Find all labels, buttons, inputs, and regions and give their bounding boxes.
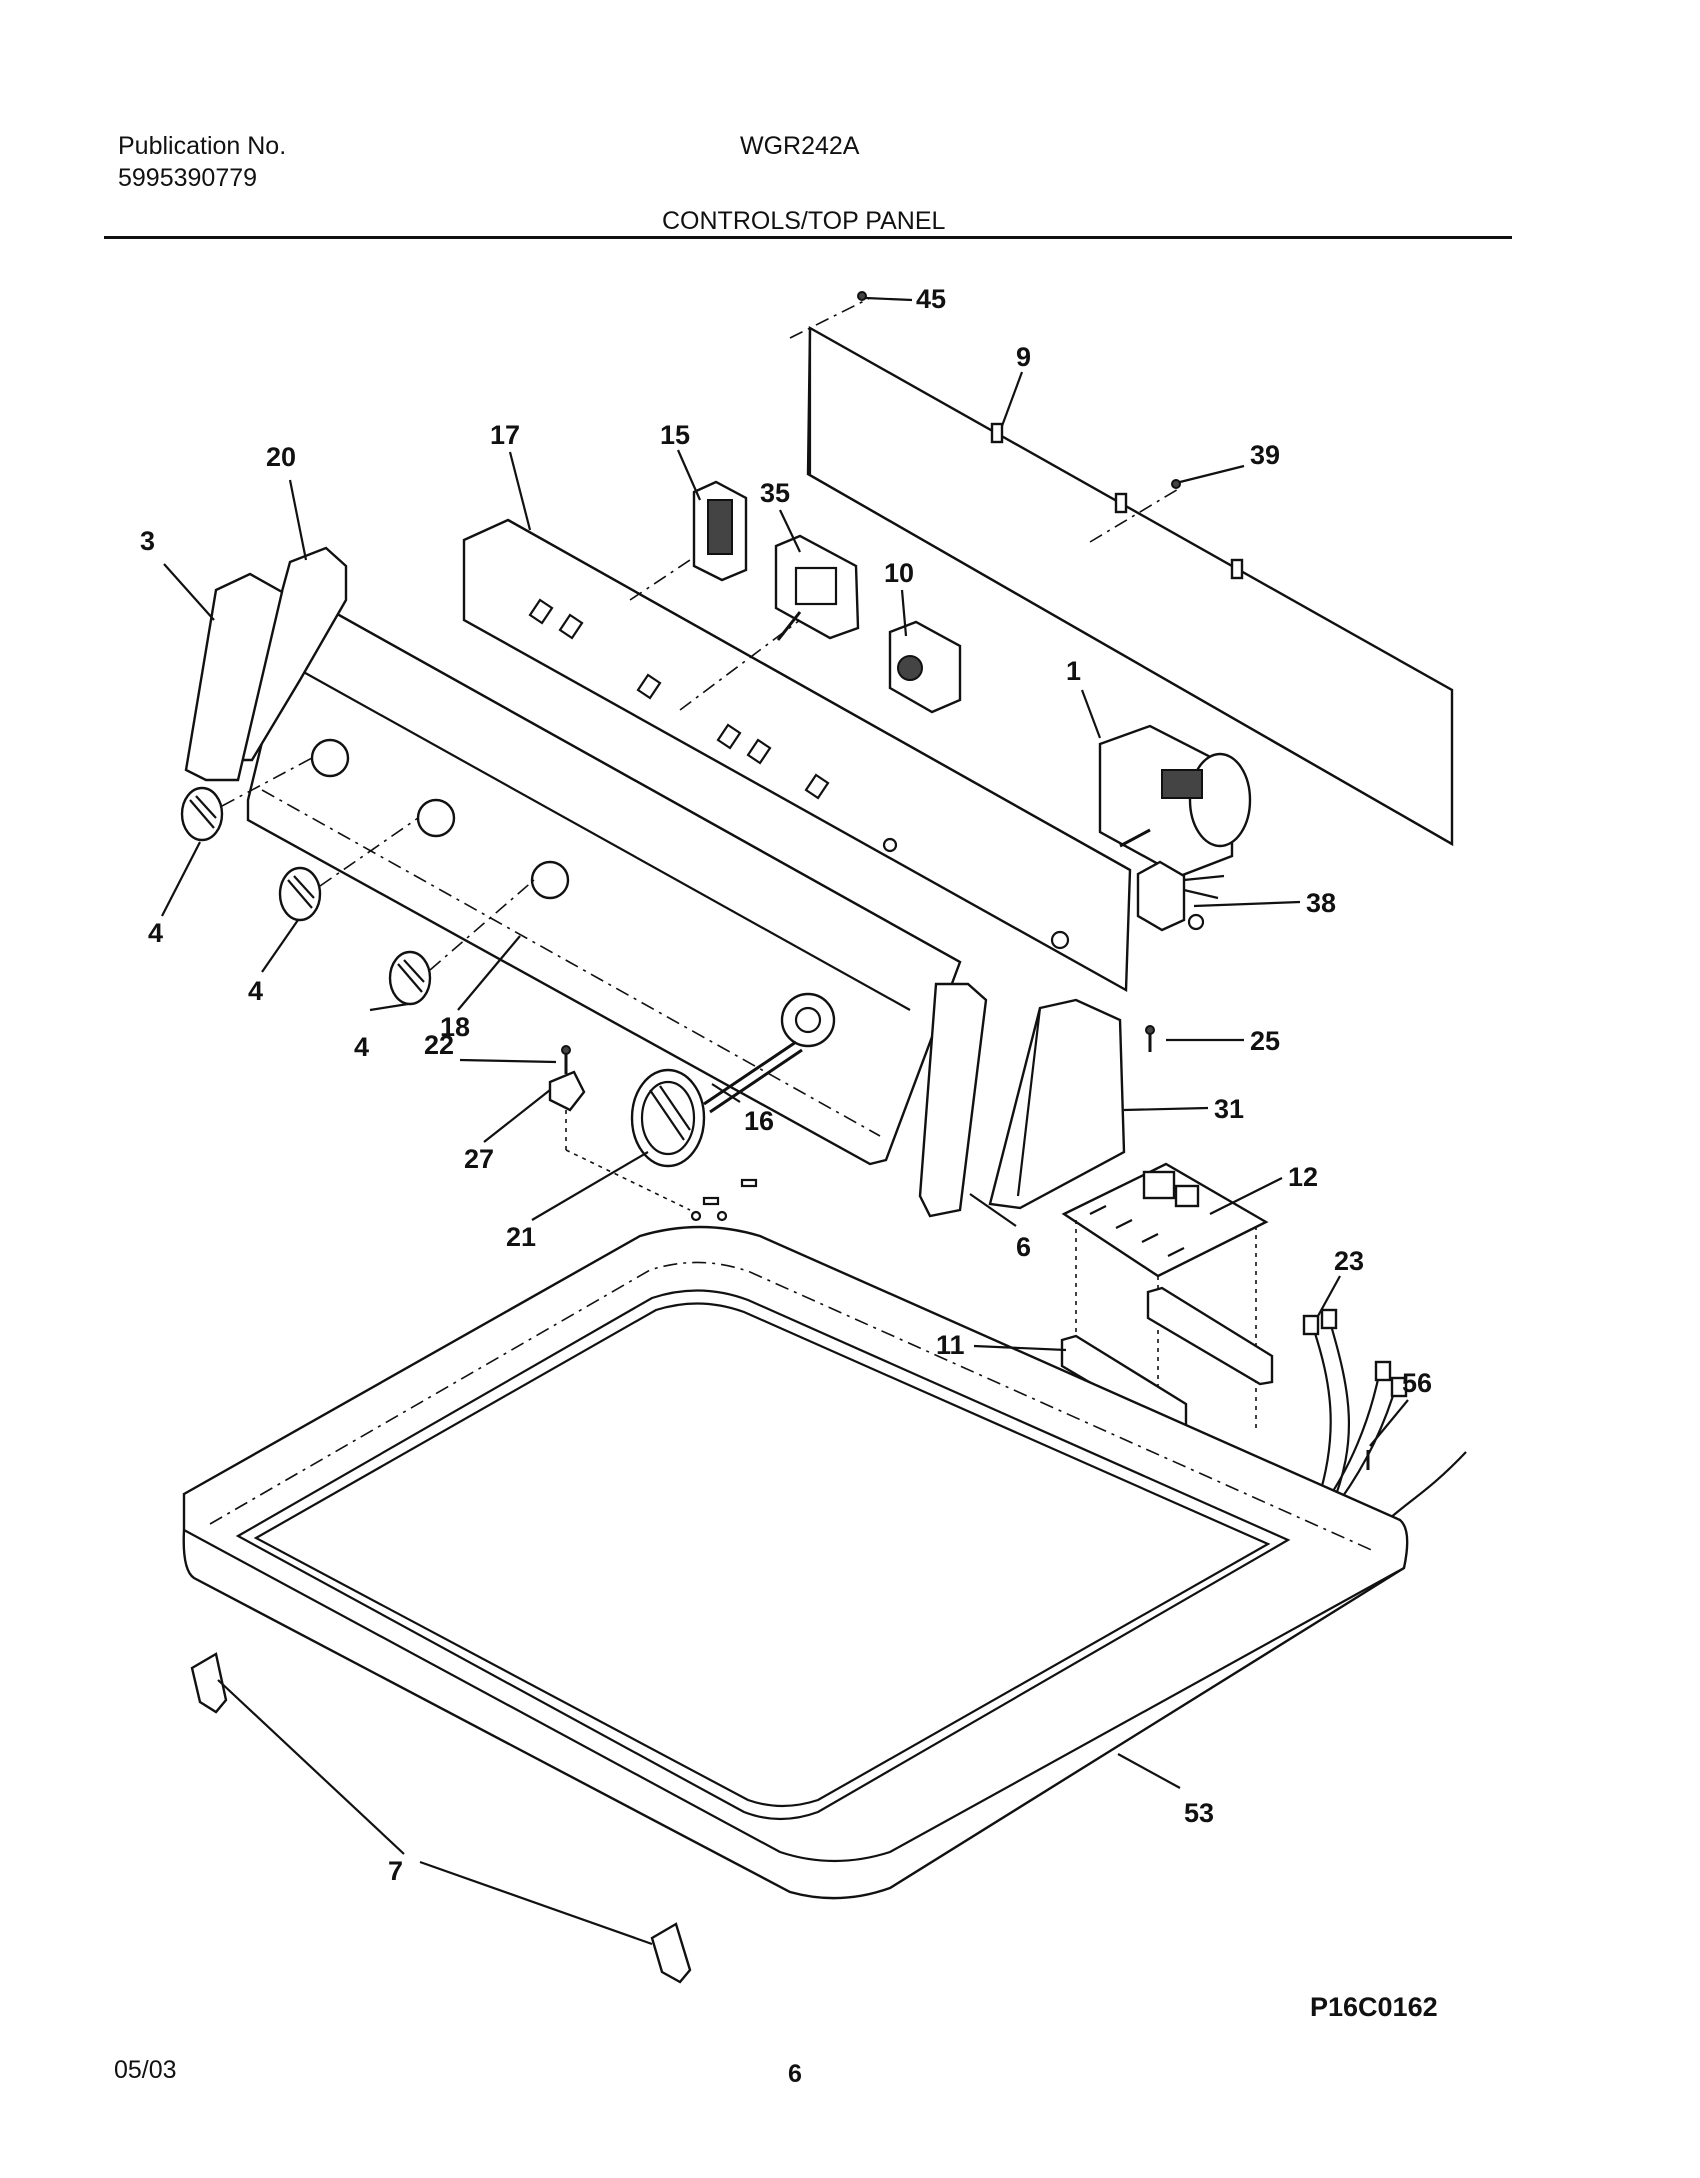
- header-rule: [104, 236, 1512, 239]
- rear-panel-part-9: [789, 297, 1454, 847]
- drawing-code: P16C0162: [1310, 1992, 1438, 2022]
- switch-part-35: [774, 534, 860, 641]
- control-bracket-part-17: [462, 518, 1132, 993]
- timer-part-1: [1098, 724, 1252, 878]
- page-number: 6: [788, 2060, 802, 2088]
- control-board-part-12: [1061, 1162, 1269, 1278]
- callout-4-c: 4: [354, 1032, 369, 1062]
- callout-labels: 45 9 39 20 17 15 35 10 3 1 38 4 4 4 18 2…: [140, 284, 1438, 2022]
- callout-23: 23: [1334, 1246, 1364, 1276]
- callout-22: 22: [424, 1030, 454, 1060]
- section-title: CONTROLS/TOP PANEL: [662, 207, 946, 235]
- callout-3: 3: [140, 526, 155, 556]
- clip-part-7-a: [190, 1652, 228, 1714]
- shaft-part-16: [703, 1040, 803, 1114]
- callout-45: 45: [916, 284, 946, 314]
- callout-56: 56: [1402, 1368, 1432, 1398]
- callout-15: 15: [660, 420, 690, 450]
- callout-4-b: 4: [248, 976, 263, 1006]
- callout-20: 20: [266, 442, 296, 472]
- board-bracket-part-11: [1060, 1286, 1274, 1434]
- callout-1: 1: [1066, 656, 1081, 686]
- callout-16: 16: [744, 1106, 774, 1136]
- callout-18: 18: [440, 1012, 470, 1042]
- callout-7: 7: [388, 1856, 403, 1886]
- end-cap-part-6: [918, 982, 988, 1218]
- callout-25: 25: [1250, 1026, 1280, 1056]
- model-number: WGR242A: [740, 132, 860, 160]
- top-panel-part-53: [182, 1178, 1409, 1900]
- callout-27: 27: [464, 1144, 494, 1174]
- callout-35: 35: [760, 478, 790, 508]
- clip-part-7-b: [650, 1922, 692, 1984]
- callout-21: 21: [506, 1222, 536, 1252]
- clip-part-27: [548, 1070, 586, 1112]
- switch-part-10: [888, 620, 962, 714]
- callout-17: 17: [490, 420, 520, 450]
- leader-lines: [161, 296, 1409, 1946]
- callout-38: 38: [1306, 888, 1336, 918]
- callout-10: 10: [884, 558, 914, 588]
- callout-31: 31: [1214, 1094, 1244, 1124]
- end-cap-part-3: [184, 572, 284, 782]
- publication-number: 5995390779: [118, 164, 258, 192]
- screw-part-22: [561, 1045, 571, 1074]
- footer-date: 05/03: [114, 2056, 177, 2084]
- callout-9: 9: [1016, 342, 1031, 372]
- callout-11: 11: [936, 1330, 965, 1360]
- callout-6: 6: [1016, 1232, 1031, 1262]
- callout-39: 39: [1250, 440, 1280, 470]
- knob-part-4-c: [388, 950, 432, 1006]
- control-panel-part-18: [246, 608, 962, 1166]
- knob-part-4-b: [278, 866, 322, 922]
- publication-label: Publication No.: [118, 132, 287, 160]
- knob-part-4-a: [180, 786, 224, 842]
- switch-part-38: [1136, 860, 1225, 932]
- end-cap-part-31: [988, 998, 1126, 1210]
- switch-part-15: [692, 480, 748, 582]
- callout-12: 12: [1288, 1162, 1318, 1192]
- callout-4-a: 4: [148, 918, 163, 948]
- screw-part-45: [857, 291, 867, 301]
- screw-part-39: [1171, 479, 1181, 489]
- knob-part-21: [630, 1068, 706, 1168]
- screw-part-25: [1145, 1025, 1155, 1052]
- callout-53: 53: [1184, 1798, 1214, 1828]
